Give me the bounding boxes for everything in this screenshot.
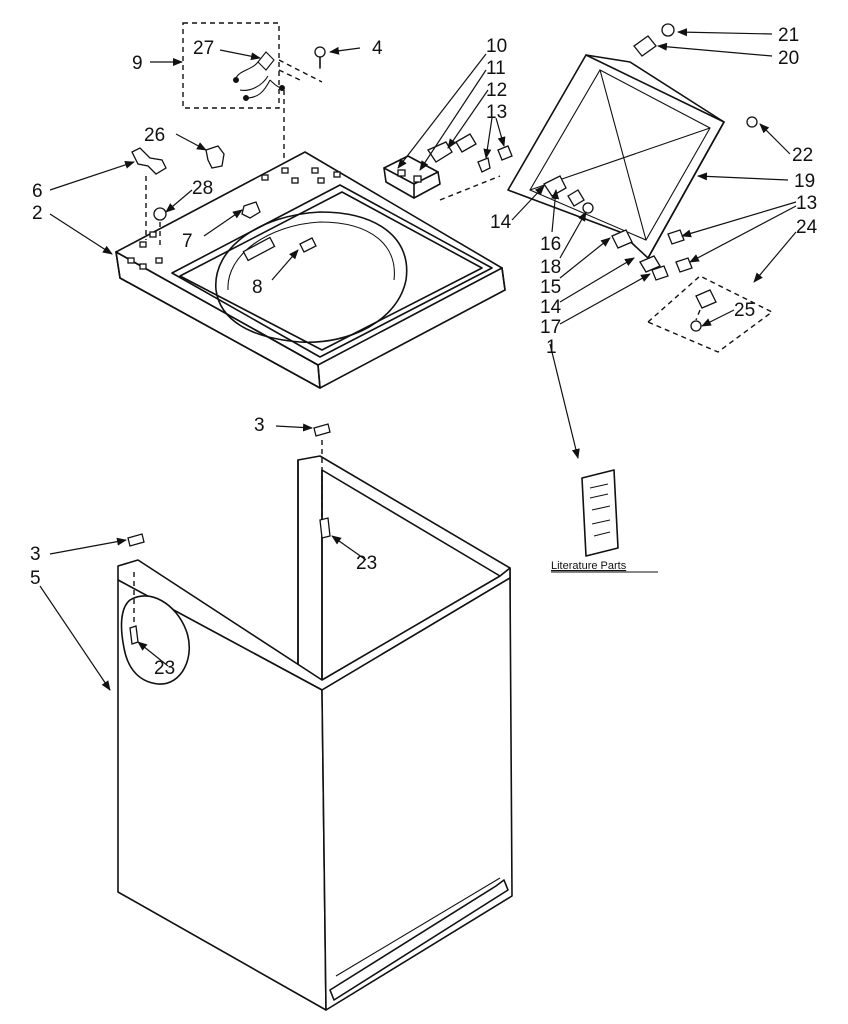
- callout-23-lower: 23: [154, 658, 175, 679]
- callout-24: 24: [796, 217, 818, 238]
- callout-3-lower: 3: [30, 544, 41, 565]
- callout-3-upper: 3: [254, 415, 265, 436]
- literature-booklet: [581, 469, 619, 557]
- callout-13-right: 13: [796, 193, 817, 214]
- callout-20: 20: [778, 48, 799, 69]
- callout-7: 7: [182, 231, 193, 252]
- callout-27: 27: [193, 38, 214, 59]
- callout-4: 4: [372, 38, 383, 59]
- literature-parts-label: Literature Parts: [551, 560, 627, 572]
- callout-labels: 21 20 27 4 10 11 12 13 9 26 22 19 6 28 2…: [30, 25, 818, 679]
- callout-28: 28: [192, 178, 213, 199]
- callout-12: 12: [486, 80, 507, 101]
- callout-1: 1: [546, 337, 557, 358]
- callout-10: 10: [486, 36, 507, 57]
- callout-17: 17: [540, 317, 561, 338]
- callout-13: 13: [486, 102, 507, 123]
- callout-5: 5: [30, 568, 41, 589]
- callout-25: 25: [734, 300, 755, 321]
- leader-lines: [39, 28, 797, 691]
- small-parts-lid: [633, 23, 758, 281]
- callout-18: 18: [540, 257, 561, 278]
- callout-19: 19: [794, 171, 815, 192]
- callout-2: 2: [32, 203, 43, 224]
- callout-16: 16: [540, 234, 561, 255]
- callout-8: 8: [252, 277, 263, 298]
- callout-6: 6: [32, 181, 43, 202]
- callout-22: 22: [792, 145, 813, 166]
- harness-box: [182, 22, 323, 160]
- callout-23-upper: 23: [356, 553, 377, 574]
- callout-14-upper: 14: [490, 212, 512, 233]
- bumper-pad: [646, 275, 774, 353]
- lid: [507, 54, 725, 273]
- callout-14-lower: 14: [540, 297, 562, 318]
- callout-21: 21: [778, 25, 799, 46]
- callout-9: 9: [132, 53, 143, 74]
- cabinet: [117, 423, 513, 1011]
- callout-15: 15: [540, 277, 561, 298]
- callout-11: 11: [486, 58, 506, 79]
- callout-26: 26: [144, 125, 165, 146]
- top-panel: [115, 151, 506, 389]
